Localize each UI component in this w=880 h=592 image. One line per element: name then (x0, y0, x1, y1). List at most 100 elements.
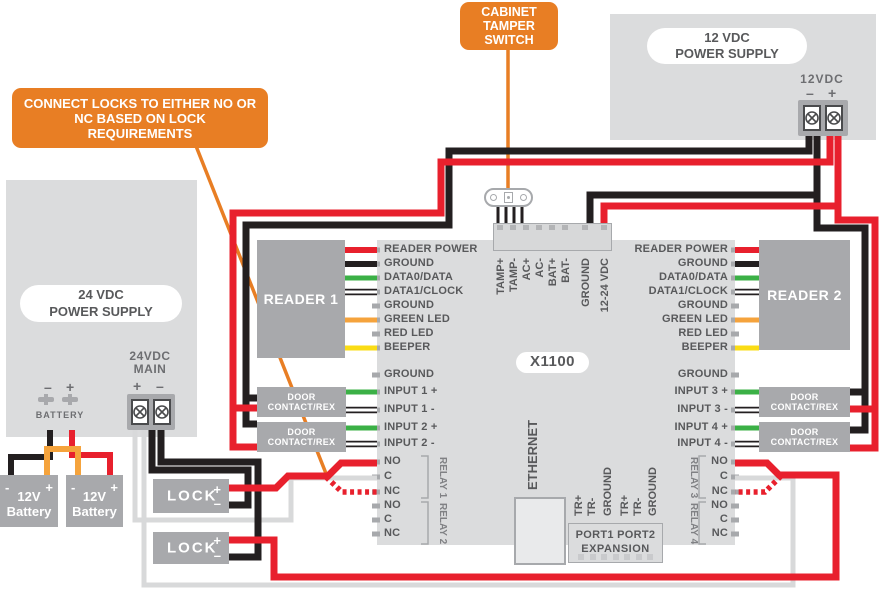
terminal-strip-pin (497, 225, 503, 230)
board-pin-label: INPUT 3 - (677, 403, 728, 415)
board-pin-label: RED LED (678, 327, 728, 339)
board-pin-label: INPUT 4 + (674, 421, 728, 433)
green-wires (345, 275, 759, 431)
battery2-line2: Battery (72, 504, 117, 519)
expansion-pin (647, 554, 653, 560)
wire-relay1-no-to-lock1 (229, 459, 377, 492)
wire-relay3-no-to-lock2 (229, 459, 840, 581)
lock-note-text: CONNECT LOCKS TO EITHER NO OR NC BASED O… (23, 95, 257, 141)
expansion-pin (624, 554, 630, 560)
battery2-line1: 12V (82, 489, 107, 504)
wire-lock2-negative (157, 400, 262, 561)
wire-12vdc-neg-to-ground-pin (586, 191, 817, 228)
board-pin-label: DATA1/CLOCK (384, 285, 464, 297)
board-pin-label: C (384, 470, 393, 482)
door-contact-line1: DOOR (287, 392, 316, 402)
battery2-plus: + (110, 480, 118, 495)
board-pin-label: GROUND (677, 299, 728, 311)
board-pin-label: GROUND (384, 368, 435, 380)
door-contact-rex-4: DOOR CONTACT/REX (759, 422, 850, 452)
battery-terminal-minus: – (44, 379, 52, 395)
main-label-line2: MAIN (133, 362, 167, 376)
board-top-pin-label: TAMP- (508, 258, 520, 292)
terminal-24vdc-main-label: 24VDC MAIN (120, 350, 180, 376)
ethernet-label: ETHERNET (525, 420, 540, 490)
screw-terminal-icon (803, 105, 821, 131)
board-pin-label: DATA0/DATA (384, 271, 454, 283)
lock2-plus: + (213, 533, 223, 548)
board-pin (372, 531, 380, 537)
tamper-callout: CABINET TAMPER SWITCH (460, 2, 558, 50)
expansion-label: EXPANSION (581, 543, 650, 555)
lock2-label: LOCK (167, 539, 218, 557)
board-top-pin-label: AC+ (521, 258, 533, 280)
battery1-line1: 12V (17, 489, 41, 504)
screw-terminal-icon (131, 399, 149, 425)
terminal-strip-pin (562, 225, 568, 230)
controller-board (377, 240, 735, 545)
door-contact-rex-1: DOOR CONTACT/REX (257, 387, 346, 417)
main-label-line1: 24VDC (129, 349, 171, 363)
relay-brackets (421, 455, 706, 545)
wire-battery-series-jumper (44, 446, 81, 477)
board-pin-label: NO (711, 455, 728, 467)
board-pin (372, 372, 380, 378)
board-pin-label: DATA1/CLOCK (648, 285, 728, 297)
expansion-pin (589, 554, 596, 560)
board-pin (731, 372, 739, 378)
board-pin-label: GROUND (677, 368, 728, 380)
battery-2: - + 12V Battery (66, 475, 123, 527)
expansion-pin (601, 554, 607, 560)
board-pin-label: NO (711, 499, 728, 511)
wire-relay3-c-gray (141, 400, 796, 588)
board-top-pin-label: BAT- (560, 258, 572, 283)
reader-1: READER 1 (257, 240, 345, 358)
board-pin (372, 503, 380, 509)
expansion-ports-label: PORT1 PORT2 (575, 529, 656, 541)
board-top-pin-label: AC- (534, 258, 546, 278)
wire-12vdc-neg-left-run (242, 110, 813, 428)
board-pin-label: GROUND (384, 257, 435, 269)
door-contact-line2: CONTACT/REX (770, 437, 839, 447)
board-pin (731, 517, 739, 523)
wire-battery-negative (8, 430, 53, 477)
board-pin-label: C (719, 513, 728, 525)
board-pin-label: BEEPER (384, 341, 431, 353)
terminal-strip-pin (601, 225, 607, 230)
battery-1: - + 12V Battery (0, 475, 58, 527)
door-contact-line2: CONTACT/REX (267, 402, 336, 412)
board-pin (731, 303, 739, 309)
terminal-12vdc-label: 12VDC (800, 72, 844, 86)
relay-group-label: RELAY 4 (688, 503, 699, 545)
lock2-minus: – (213, 548, 223, 563)
board-pin-label: READER POWER (384, 243, 478, 255)
terminal-12vdc-minus: – (806, 85, 814, 101)
relay-group-label: RELAY 1 (437, 457, 448, 499)
ps24-label-line1: 24 VDC (78, 287, 124, 303)
ps12-label-line1: 12 VDC (704, 29, 750, 45)
tamper-hole-icon (490, 194, 497, 201)
battery-terminal-plus: + (66, 379, 75, 395)
expansion-port-box: PORT1 PORT2 EXPANSION (568, 523, 663, 563)
ps24-label-line2: POWER SUPPLY (49, 303, 153, 319)
terminal-block-24vdc-main (127, 394, 175, 430)
board-pin-label: NO (384, 499, 401, 511)
wire-12vdc-pos-left-run (229, 110, 834, 451)
wire-12vdc-pos-to-board-pin (600, 202, 838, 228)
lock-2: LOCK + – (153, 532, 229, 564)
terminal-main-plus: + (133, 378, 142, 394)
lock1-plus: + (213, 482, 223, 497)
board-bottom-pin-label: TR- (632, 497, 644, 516)
screw-terminal-icon (153, 399, 171, 425)
battery2-minus: - (71, 480, 76, 495)
terminal-12vdc-plus: + (828, 85, 837, 101)
board-pin-label: NC (384, 527, 401, 539)
board-bottom-pin-label: TR+ (573, 495, 585, 516)
board-pin-label: GREEN LED (662, 313, 728, 325)
board-pin (372, 517, 380, 523)
board-top-pin-label: 12-24 VDC (599, 258, 611, 312)
battery1-plus: + (45, 480, 53, 495)
board-pin-label: NO (384, 455, 401, 467)
board-pin-label: INPUT 2 + (384, 421, 438, 433)
board-pin-label: INPUT 2 - (384, 437, 435, 449)
